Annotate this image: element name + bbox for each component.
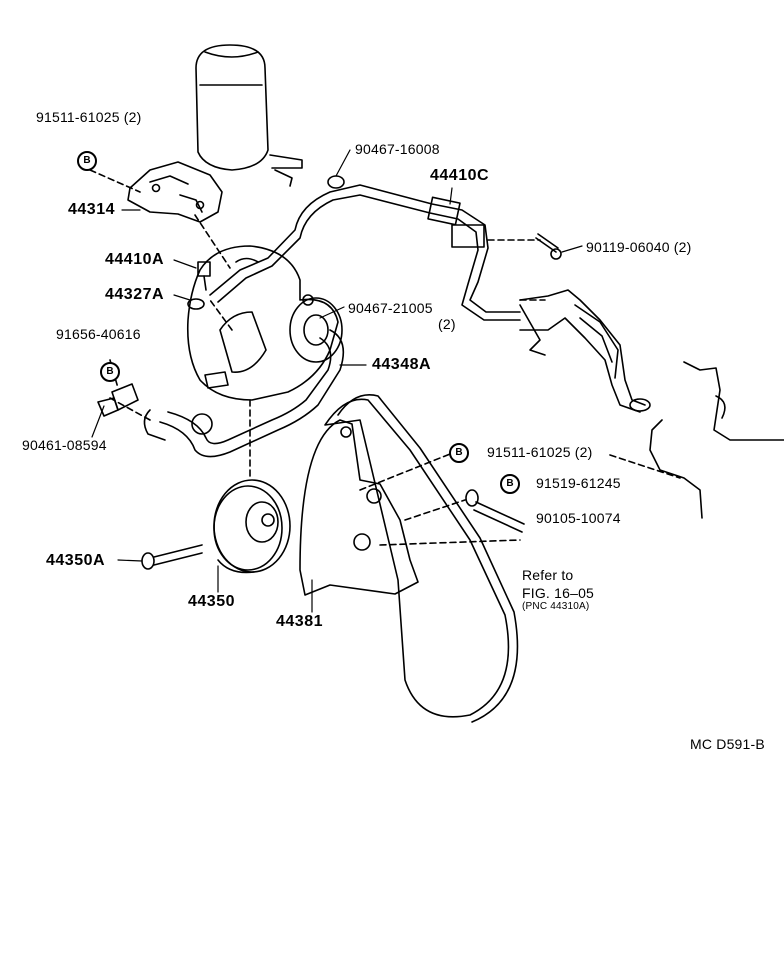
clamp-90467-16008 (327, 175, 345, 189)
power-steering-pump (186, 245, 343, 401)
callout-90467-21005: 90467-21005 (348, 300, 433, 316)
callout-44410C: 44410C (430, 167, 490, 184)
badge-b-91511-right: B (449, 443, 469, 463)
callout-44350A: 44350A (46, 552, 106, 569)
bolt-90119 (535, 233, 562, 260)
pressure-hose-44410 (209, 184, 651, 413)
bolt-90105 (465, 489, 525, 533)
callout-90467-16008: 90467-16008 (355, 141, 440, 157)
callout-91511-top: 91511-61025 (2) (36, 109, 142, 125)
callout-44381: 44381 (276, 613, 323, 630)
refer-line-3: (PNC 44310A) (522, 601, 590, 612)
callout-91656: 91656-40616 (56, 326, 141, 342)
union-bolt-44410A (187, 261, 211, 310)
callout-90461: 90461-08594 (22, 437, 107, 453)
return-hose-44348A (143, 329, 345, 458)
callout-90119: 90119-06040 (2) (586, 239, 692, 255)
drive-belt (324, 394, 519, 723)
callout-91511-right: 91511-61025 (2) (487, 444, 593, 460)
idler-pulley-44350 (213, 479, 291, 574)
callout-90467-21005-qty: (2) (438, 316, 456, 332)
badge-b-91511: B (77, 151, 97, 171)
figure-code: MC D591-B (690, 736, 765, 752)
refer-line-2: FIG. 16–05 (522, 585, 595, 601)
callout-leaders (91, 149, 583, 613)
steering-gear-outline (649, 361, 784, 519)
callout-44348A: 44348A (372, 356, 432, 373)
callout-44350: 44350 (188, 593, 235, 610)
reservoir-tank (195, 44, 303, 187)
callout-44327A: 44327A (105, 286, 165, 303)
bolt-44350A (141, 544, 203, 570)
callout-44410A: 44410A (105, 251, 165, 268)
badge-b-91656: B (100, 362, 120, 382)
badge-b-91519: B (500, 474, 520, 494)
callout-91519: 91519-61245 (536, 475, 621, 491)
pressure-switch-90461 (97, 383, 139, 417)
callout-44314: 44314 (68, 201, 115, 218)
bracket-44381 (299, 419, 419, 596)
callout-90105: 90105-10074 (536, 510, 621, 526)
bracket-44314 (127, 161, 223, 223)
refer-line-1: Refer to (522, 567, 574, 583)
